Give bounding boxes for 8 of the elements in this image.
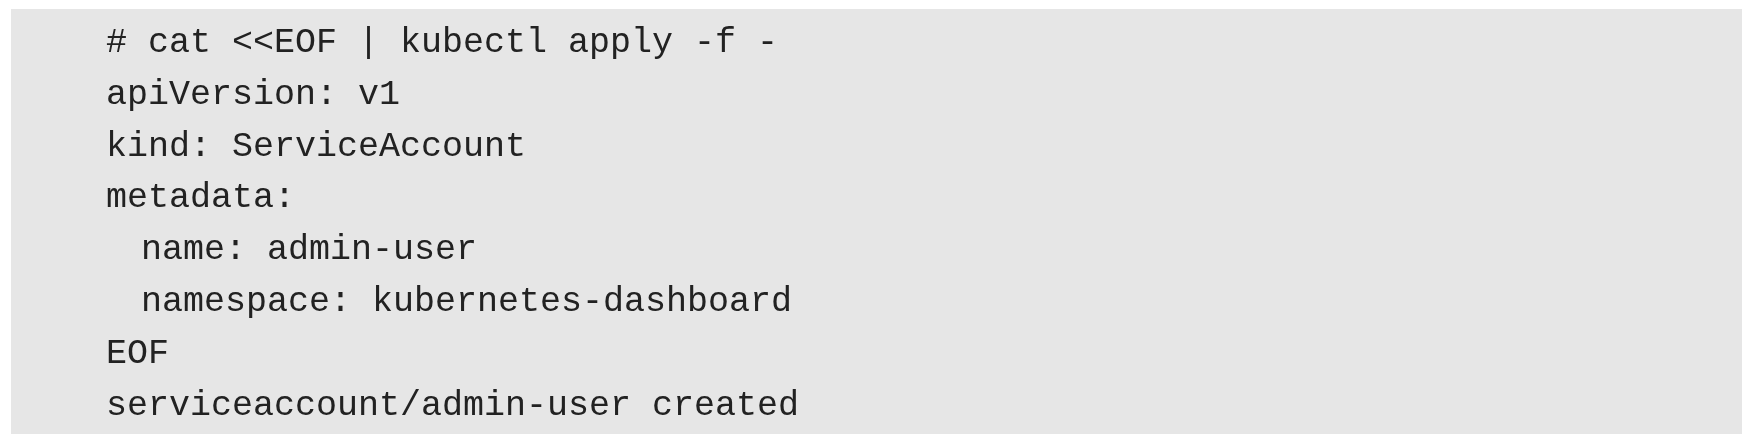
code-line: serviceaccount/admin-user created [106, 385, 800, 426]
code-line: apiVersion: v1 [106, 74, 401, 115]
code-line: metadata: [106, 178, 296, 219]
code-line: name: admin-user [141, 230, 478, 271]
code-line: kind: ServiceAccount [106, 126, 527, 167]
code-line: EOF [106, 333, 169, 374]
code-line: namespace: kubernetes-dashboard [141, 282, 793, 322]
code-line: # cat <<EOF | kubectl apply -f - [106, 23, 779, 63]
